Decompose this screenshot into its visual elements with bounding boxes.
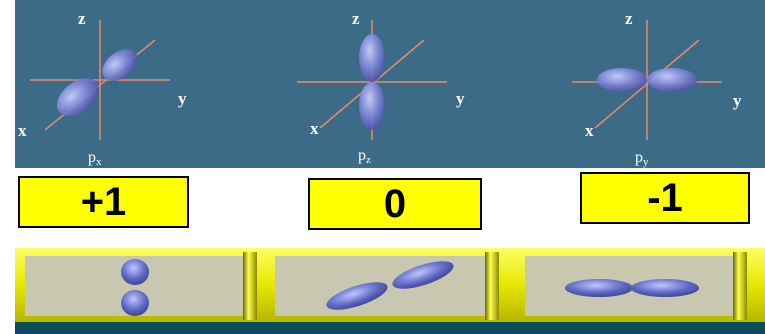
orbital-label: px	[88, 149, 102, 168]
orbital-lobe	[50, 70, 106, 123]
frame-post	[243, 252, 257, 320]
orbital-py-diagram: z y x py	[572, 9, 742, 168]
orbital-lobe	[359, 82, 385, 130]
x-axis-label: x	[585, 121, 594, 140]
z-axis-label: z	[78, 9, 86, 28]
orbital-images-svg	[15, 248, 765, 324]
orbital-diagrams-svg: z y x px z y x pz z y x py	[15, 0, 765, 168]
bottom-bar	[15, 322, 765, 334]
y-axis-label: y	[733, 91, 742, 110]
orbital-diagrams-panel: z y x px z y x pz z y x py	[15, 0, 765, 168]
x-axis-label: x	[310, 119, 319, 138]
frame-post	[485, 252, 499, 320]
orbital-images-strip	[15, 248, 765, 324]
orbital-pz-diagram: z y x pz	[297, 9, 465, 166]
orbital-lobe	[96, 42, 144, 87]
orbital-image-1	[15, 248, 265, 324]
y-axis-label: y	[456, 89, 465, 108]
orbital-lobe	[121, 259, 149, 285]
orbital-image-3	[515, 248, 765, 324]
orbital-lobe	[565, 279, 633, 297]
ml-value-box: +1	[18, 176, 189, 228]
y-axis-label: y	[178, 89, 187, 108]
ml-value-box: 0	[308, 178, 482, 230]
orbital-label: pz	[358, 147, 371, 166]
orbital-lobe	[359, 34, 385, 82]
orbital-lobe	[631, 279, 699, 297]
orbital-label: py	[635, 149, 649, 168]
orbital-lobe	[121, 290, 149, 316]
orbital-image-2	[265, 248, 515, 324]
z-axis-label: z	[352, 9, 360, 28]
orbital-px-diagram: z y x px	[18, 9, 187, 168]
frame-post	[733, 252, 747, 320]
x-axis-label: x	[18, 121, 27, 140]
orbital-lobe	[597, 68, 647, 92]
ml-value-box: -1	[580, 172, 750, 224]
z-axis-label: z	[625, 9, 633, 28]
orbital-lobe	[647, 68, 697, 92]
